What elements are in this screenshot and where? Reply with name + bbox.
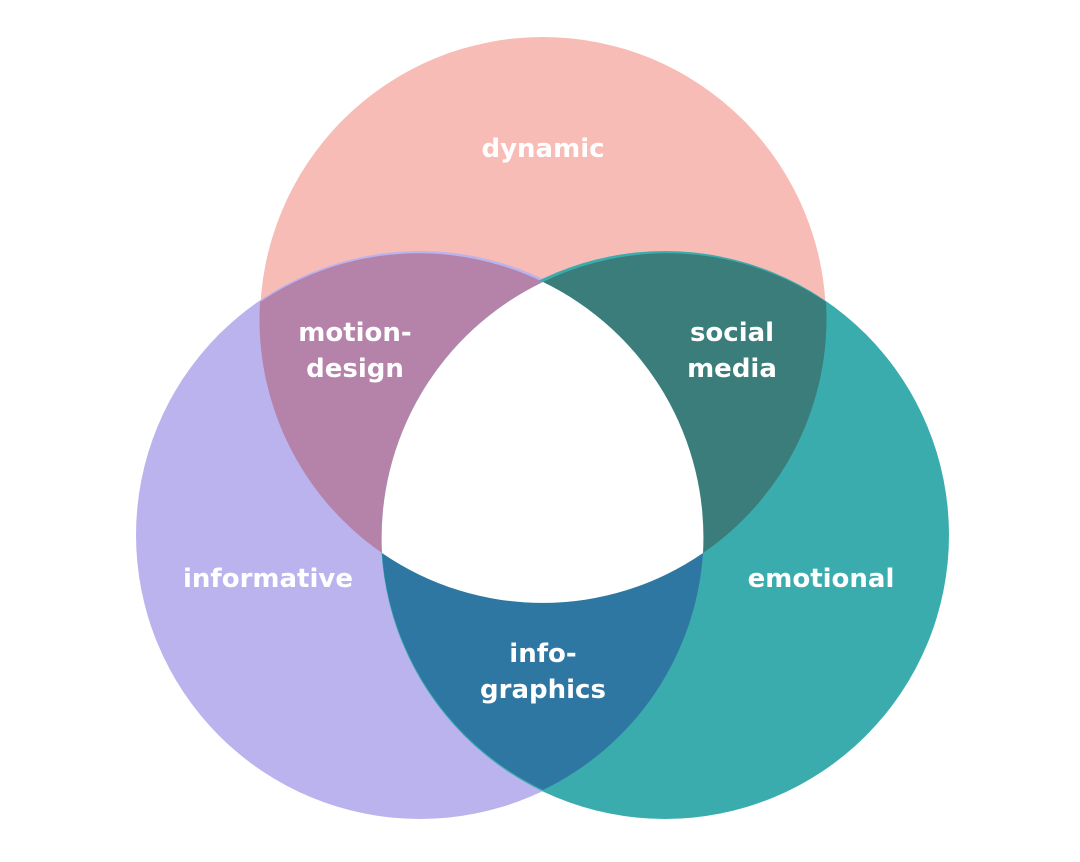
overlap-social-media [543,253,827,553]
label-informative: informative [183,564,353,594]
label-social-media-line1: social [690,318,774,348]
overlap-infographics [382,553,703,790]
label-emotional: emotional [748,564,895,594]
overlap-center [381,282,704,603]
label-infographics-line1: info- [509,639,576,669]
label-infographics-line2: graphics [480,675,606,705]
label-motion-design-line2: design [306,354,404,384]
label-dynamic: dynamic [481,134,604,164]
overlap-motion-design [259,253,543,553]
label-social-media-line2: media [687,354,777,384]
label-motion-design-line1: motion- [298,318,411,348]
